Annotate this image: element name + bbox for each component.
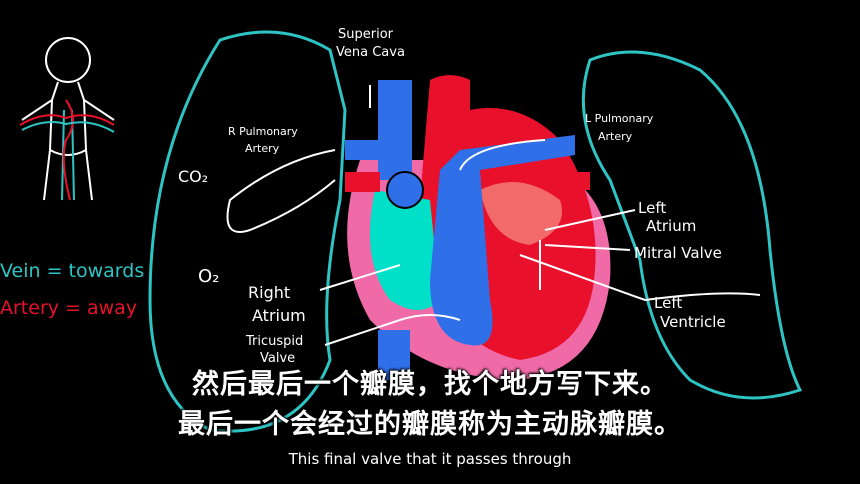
annotation-lines (226, 85, 761, 346)
right-lung (148, 30, 347, 433)
label-vena-cava: Vena Cava (336, 45, 405, 60)
label-superior: Superior (338, 27, 394, 42)
heart (345, 75, 611, 380)
label-left: Left (638, 199, 666, 217)
label-right: Right (248, 283, 290, 302)
label-o2: O₂ (198, 266, 219, 287)
label-l-artery: Artery (598, 130, 633, 143)
subtitle-zh-line2: 最后一个会经过的瓣膜称为主动脉瓣膜。 (178, 409, 682, 440)
label-ventricle: Ventricle (660, 313, 726, 331)
label-right-atrium: Atrium (252, 306, 306, 325)
vein-rule-label: Vein = towards (0, 260, 144, 282)
label-r-artery: Artery (245, 142, 280, 155)
label-left-v: Left (654, 294, 682, 312)
subtitle-zh-line1: 然后最后一个瓣膜，找个地方写下来。 (192, 369, 668, 400)
label-tricuspid: Tricuspid (245, 334, 303, 349)
label-l-pulmonary: L Pulmonary (585, 112, 654, 125)
label-mitral-valve: Mitral Valve (634, 244, 722, 262)
label-atrium: Atrium (646, 217, 696, 235)
artery-rule-label: Artery = away (0, 297, 137, 319)
diagram-labels: Superior Vena Cava R Pulmonary Artery L … (178, 27, 726, 366)
subtitle-en-line: This final valve that it passes through (288, 450, 572, 468)
left-lung (581, 50, 803, 400)
label-valve: Valve (260, 351, 295, 366)
label-co2: CO₂ (178, 167, 208, 186)
body-figure-icon (19, 37, 115, 201)
label-r-pulmonary: R Pulmonary (228, 125, 298, 138)
